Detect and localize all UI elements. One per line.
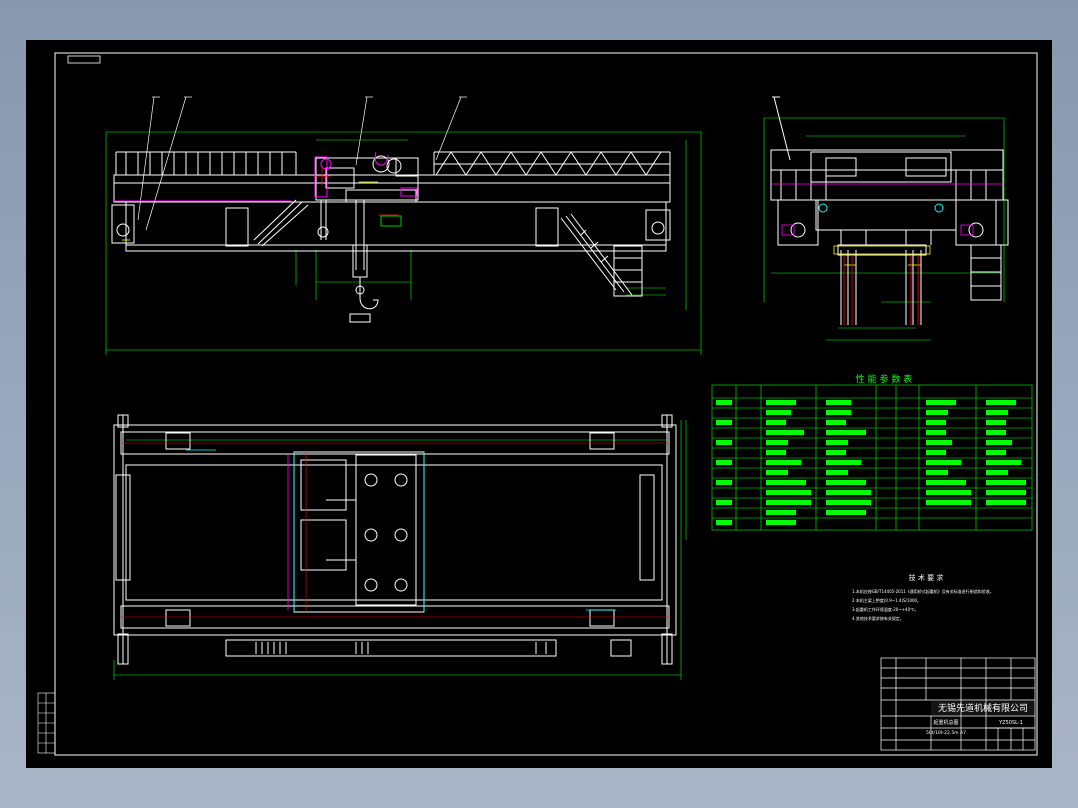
note-3: 3.起重机工作环境温度-20~+40℃。	[852, 606, 919, 612]
performance-table: 性 能 参 数 表	[711, 373, 1033, 531]
table-cell-glyphs	[716, 400, 1026, 525]
drawing-border	[54, 52, 1038, 756]
company-name: 无锡先道机械有限公司	[938, 702, 1028, 714]
note-1: 1.本机应按GB/T14405-2011《通用桥式起重机》及有关标准进行制造和验…	[852, 588, 994, 594]
stamp-box	[67, 55, 101, 64]
front-elevation-view	[105, 96, 702, 355]
title-block: 无锡先道机械有限公司 YZ50SL-1 起重机总图 50t/10t-22.5m …	[880, 657, 1036, 751]
drawing-spec: 50t/10t-22.5m A7	[926, 730, 966, 736]
cad-drawing-canvas[interactable]: 性 能 参 数 表 技 术 要 求 1.本机应按GB/T14405-2011《通…	[26, 40, 1052, 768]
note-4: 4.其他技术要求按有关规定。	[852, 615, 904, 621]
revision-block	[37, 692, 56, 754]
table-title: 性 能 参 数 表	[856, 373, 912, 385]
notes-title: 技 术 要 求	[909, 573, 944, 582]
end-view	[763, 96, 1009, 341]
technical-notes: 技 术 要 求 1.本机应按GB/T14405-2011《通用桥式起重机》及有关…	[852, 573, 994, 621]
note-2: 2.本机主梁上拱度(0.9~1.4)S/1000。	[852, 597, 921, 603]
cad-drawing: 性 能 参 数 表 技 术 要 求 1.本机应按GB/T14405-2011《通…	[37, 52, 1038, 756]
plan-view	[113, 414, 687, 680]
drawing-number: YZ50SL-1	[998, 720, 1023, 726]
drawing-title: 起重机总图	[933, 719, 958, 726]
